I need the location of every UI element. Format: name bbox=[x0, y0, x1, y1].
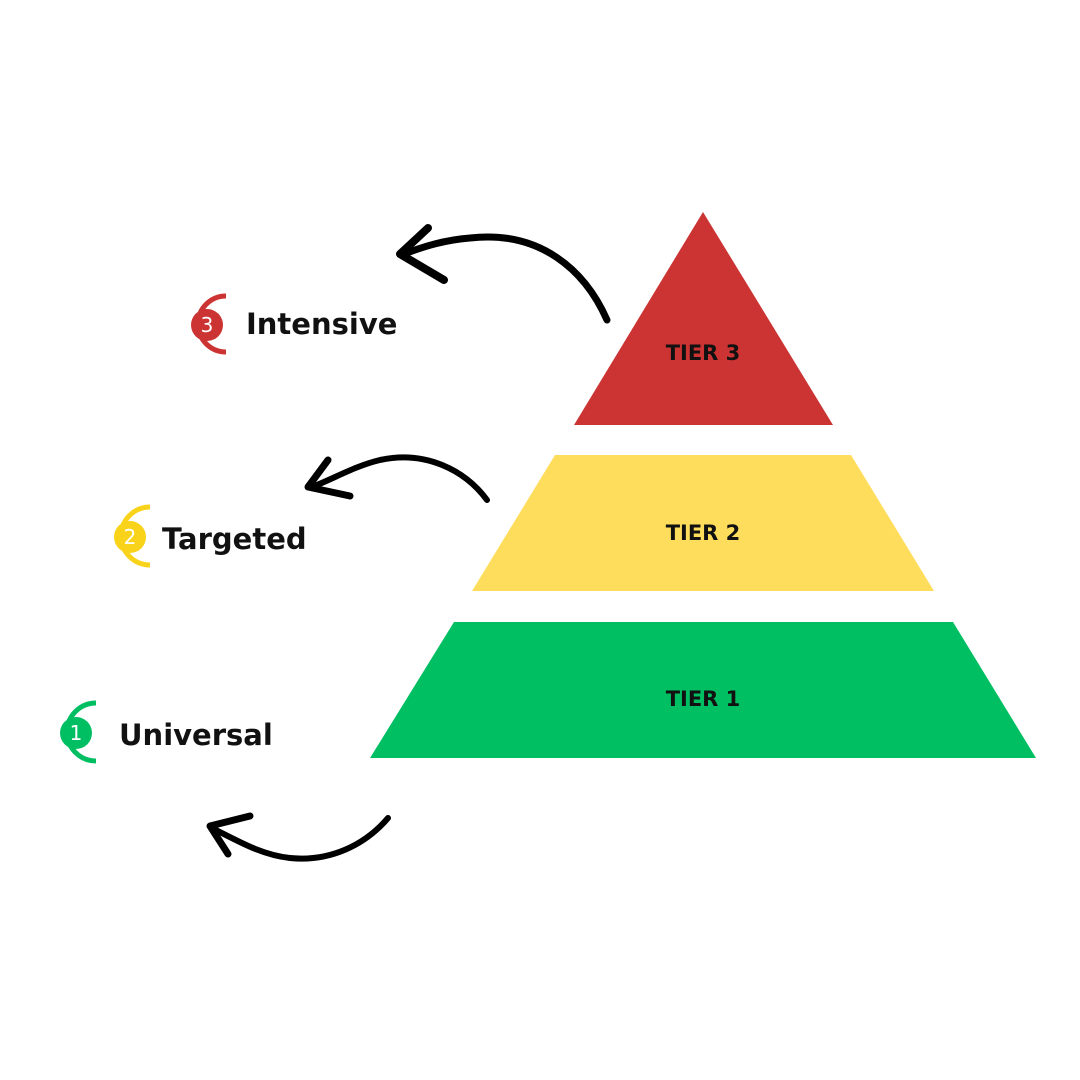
svg-text:2: 2 bbox=[124, 525, 137, 549]
number-badge bbox=[114, 521, 146, 553]
tier-2-segment bbox=[472, 455, 934, 591]
number-badge bbox=[191, 309, 223, 341]
legend-item-universal: 1 Universal bbox=[60, 700, 273, 764]
tier-2-label: TIER 2 bbox=[666, 521, 741, 545]
curved-arrow-icon bbox=[206, 812, 391, 862]
tier-3-segment bbox=[574, 212, 833, 425]
svg-text:1: 1 bbox=[70, 721, 83, 745]
curved-arrow-icon bbox=[396, 224, 611, 324]
legend-item-intensive: 3 Intensive bbox=[191, 293, 397, 355]
legend-item-targeted: 2 Targeted bbox=[114, 504, 307, 568]
svg-text:3: 3 bbox=[201, 313, 214, 337]
tier-3-label: TIER 3 bbox=[666, 341, 741, 365]
curved-arrow-icon bbox=[304, 454, 490, 503]
legend-label: Targeted bbox=[162, 522, 307, 556]
legend-label: Intensive bbox=[246, 307, 397, 341]
number-badge bbox=[60, 717, 92, 749]
legend-label: Universal bbox=[119, 718, 273, 752]
tier-1-label: TIER 1 bbox=[666, 687, 741, 711]
tier-1-segment bbox=[370, 622, 1036, 758]
